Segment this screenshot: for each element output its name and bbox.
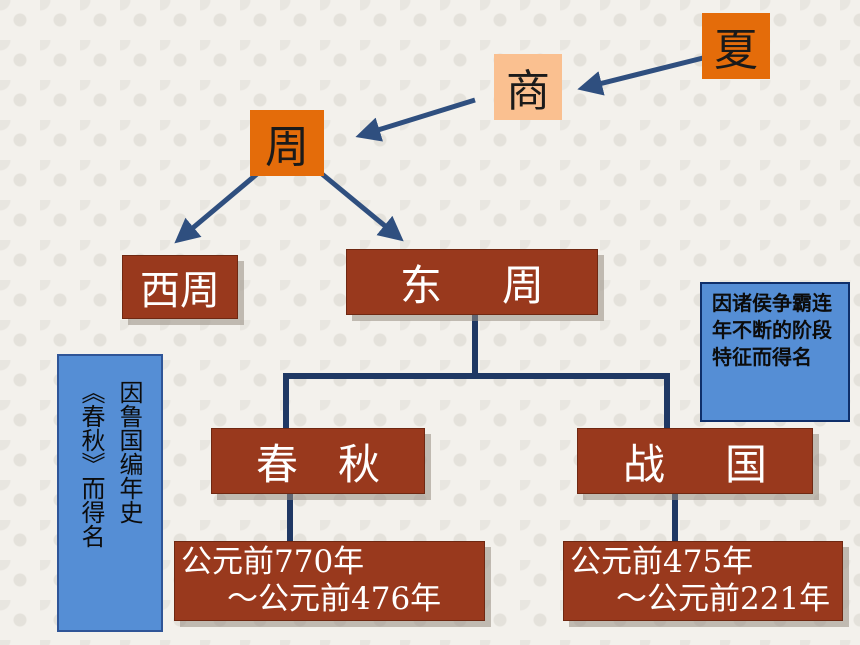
connector-dongzhou-branches [283,315,678,541]
spring-autumn-date-start: 公元前770年 [181,544,365,580]
zhou-dynasty-box: 周 [250,110,324,176]
spring-autumn-note-col2: 《春秋》而得名 [77,380,105,548]
eastern-zhou-label-part1: 东 [399,260,442,310]
spring-autumn-box: 春 秋 [211,428,425,494]
warring-states-label-part1: 战 [622,439,665,489]
western-zhou-label: 西周 [140,268,220,314]
eastern-zhou-box: 东 周 [346,249,598,315]
shang-label: 商 [506,66,550,117]
spring-autumn-label-part2: 秋 [338,439,381,489]
western-zhou-box: 西周 [122,255,238,319]
warring-states-box: 战 国 [577,428,813,494]
spring-autumn-note-col1: 因鲁国编年史 [115,380,143,524]
warring-states-date-end: ～公元前221年 [616,581,831,617]
arrow-zhou-to-xizhou [174,172,259,244]
zhou-label: 周 [265,122,309,173]
shang-dynasty-box: 商 [494,54,562,120]
xia-label: 夏 [714,25,758,76]
spring-autumn-date-box: 公元前770年 ～公元前476年 [174,541,485,621]
warring-states-label-part2: 国 [725,439,768,489]
arrow-xia-to-shang [577,54,708,96]
warring-states-date-box: 公元前475年 ～公元前221年 [563,541,843,621]
xia-dynasty-box: 夏 [702,13,770,79]
warring-states-note: 因诸侯争霸连年不断的阶段特征而得名 [700,282,850,422]
arrow-zhou-to-dongzhou [320,172,404,242]
arrow-shang-to-zhou [355,97,476,142]
eastern-zhou-label-part2: 周 [502,260,545,310]
spring-autumn-date-end: ～公元前476年 [227,581,442,617]
warring-states-date-start: 公元前475年 [570,544,754,580]
spring-autumn-label-part1: 春 [255,439,298,489]
spring-autumn-note: 因鲁国编年史 《春秋》而得名 [57,354,163,632]
